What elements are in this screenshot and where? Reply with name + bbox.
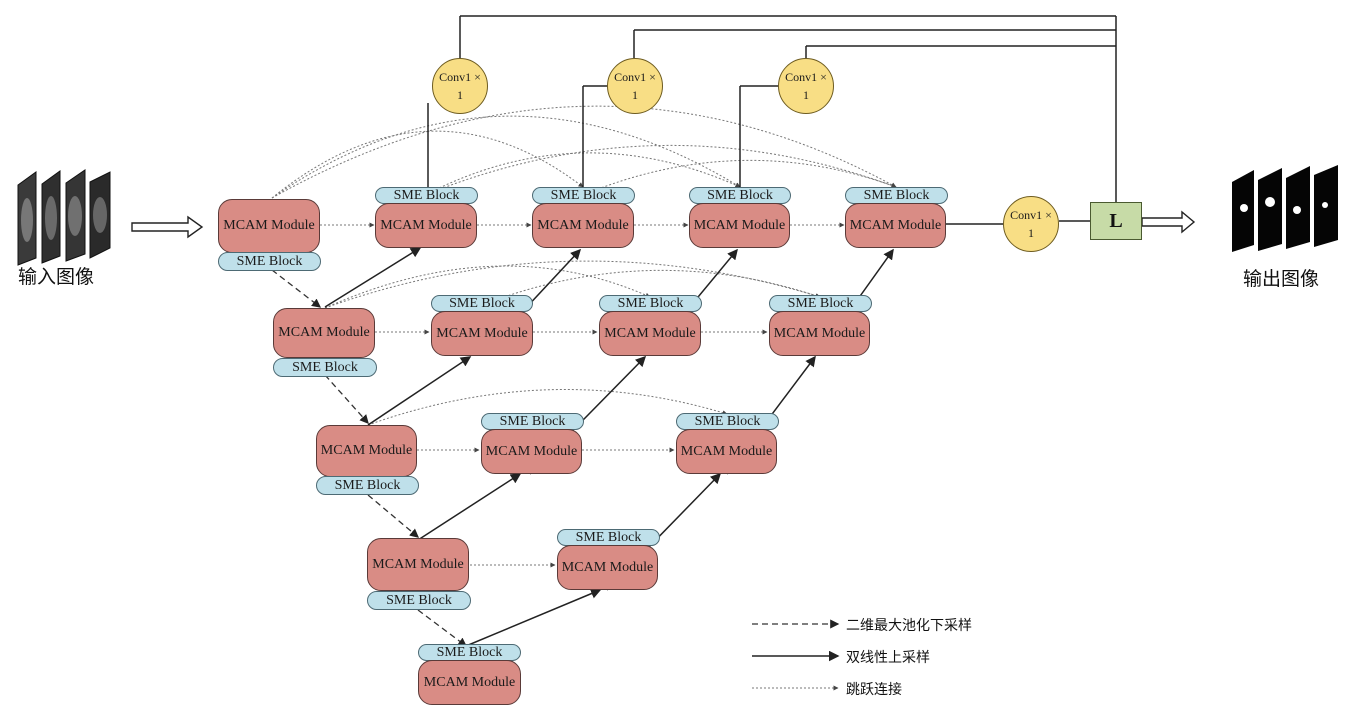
legend-lines <box>752 619 840 691</box>
conv1x1-node-4: Conv1 × 1 <box>1003 196 1059 252</box>
mcam-module-x01: MCAM Module <box>375 203 477 248</box>
input-arrow <box>131 215 204 239</box>
conv1x1-node-2: Conv1 × 1 <box>607 58 663 114</box>
conv-label-line1: Conv1 × <box>1010 208 1052 222</box>
mcam-module-x11: MCAM Module <box>431 311 533 356</box>
output-image-stack <box>1232 165 1338 252</box>
sme-block-x00: SME Block <box>218 252 321 271</box>
final-l-node: L <box>1090 202 1142 240</box>
input-image-label: 输入图像 <box>18 266 95 288</box>
mcam-module-x00: MCAM Module <box>218 199 320 253</box>
skip-arc <box>324 260 821 309</box>
mcam-module-x03: MCAM Module <box>689 203 790 248</box>
conv-label-line2: 1 <box>632 88 638 102</box>
sme-block-x30: SME Block <box>367 591 471 610</box>
skip-arc <box>424 152 741 196</box>
sme-block-x04: SME Block <box>845 187 948 204</box>
legend-downsample-label: 二维最大池化下采样 <box>846 618 972 634</box>
conv1x1-node-1: Conv1 × 1 <box>432 58 488 114</box>
conv-label-line1: Conv1 × <box>785 70 827 84</box>
mcam-module-x04: MCAM Module <box>845 203 946 248</box>
sme-block-x22: SME Block <box>676 413 779 430</box>
mcam-module-x13: MCAM Module <box>769 311 870 356</box>
sme-block-x03: SME Block <box>689 187 791 204</box>
conv-label-line1: Conv1 × <box>439 70 481 84</box>
sme-block-x12: SME Block <box>599 295 702 312</box>
input-image-stack <box>17 169 111 266</box>
mcam-module-x20: MCAM Module <box>316 425 417 477</box>
sme-block-x31: SME Block <box>557 529 660 546</box>
conv-links <box>427 15 1117 225</box>
sme-block-x02: SME Block <box>532 187 635 204</box>
sme-block-x21: SME Block <box>481 413 584 430</box>
skip-arc <box>424 144 897 196</box>
skip-arc <box>324 265 651 309</box>
sme-block-x10: SME Block <box>273 358 377 377</box>
legend-upsample-label: 双线性上采样 <box>846 650 930 666</box>
mcam-module-x12: MCAM Module <box>599 311 701 356</box>
mcam-module-x21: MCAM Module <box>481 429 582 474</box>
sme-block-x01: SME Block <box>375 187 478 204</box>
skip-arc <box>367 388 728 426</box>
mcam-module-x10: MCAM Module <box>273 308 375 358</box>
mcam-module-x40: MCAM Module <box>418 660 521 705</box>
conv-label-line2: 1 <box>1028 226 1034 240</box>
skip-arc <box>271 115 741 199</box>
sme-block-x11: SME Block <box>431 295 533 312</box>
mcam-module-x22: MCAM Module <box>676 429 777 474</box>
mcam-module-x31: MCAM Module <box>557 545 658 590</box>
output-arrow <box>1141 210 1196 234</box>
conv-label-line1: Conv1 × <box>614 70 656 84</box>
legend-skip-label: 跳跃连接 <box>846 682 902 698</box>
conv-label-line2: 1 <box>803 88 809 102</box>
skip-arc <box>271 105 897 199</box>
sme-block-x40: SME Block <box>418 644 521 661</box>
sme-block-x20: SME Block <box>316 476 419 495</box>
mcam-module-x30: MCAM Module <box>367 538 469 591</box>
io-arrows <box>131 210 1196 239</box>
conv1x1-node-3: Conv1 × 1 <box>778 58 834 114</box>
mcam-module-x02: MCAM Module <box>532 203 634 248</box>
skip-arc <box>481 269 821 306</box>
output-image-label: 输出图像 <box>1243 268 1320 290</box>
downsample-lines <box>271 269 468 647</box>
conv-label-line2: 1 <box>457 88 463 102</box>
skip-straight <box>320 222 845 568</box>
sme-block-x13: SME Block <box>769 295 872 312</box>
skip-arcs <box>271 105 897 426</box>
